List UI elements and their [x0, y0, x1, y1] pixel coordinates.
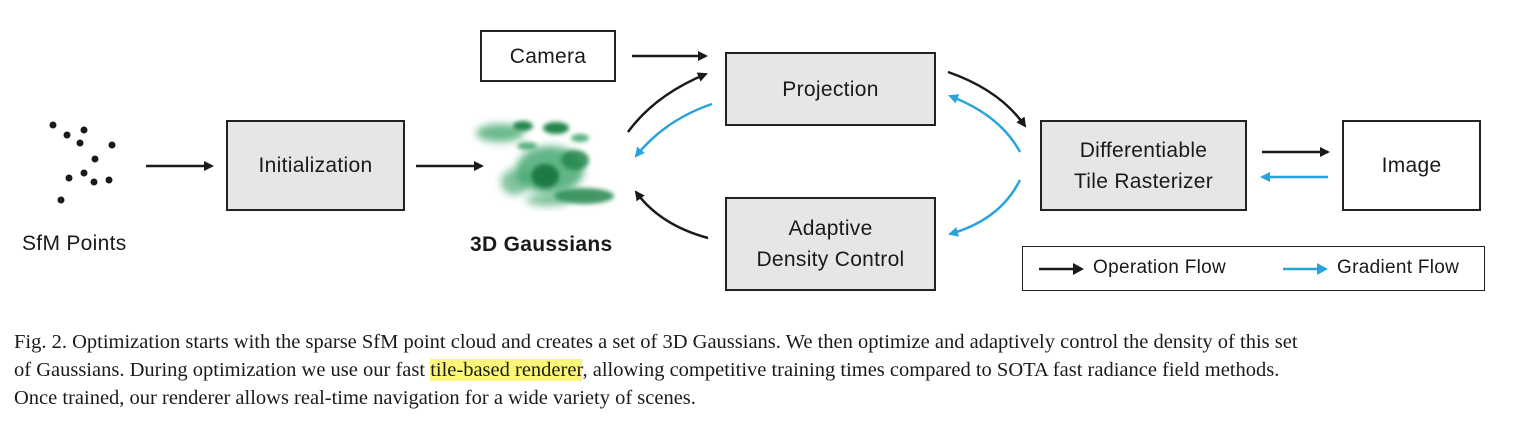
- projection-box: Projection: [725, 52, 936, 126]
- caption-line-2: of Gaussians. During optimization we use…: [14, 356, 1504, 384]
- caption-line-1: Fig. 2. Optimization starts with the spa…: [14, 331, 1298, 353]
- initialization-box: Initialization: [226, 120, 405, 211]
- density-label-line2: Density Control: [756, 248, 905, 271]
- caption-line-3: Once trained, our renderer allows real-t…: [14, 387, 696, 409]
- caption-line-2-end: , allowing competitive training times co…: [582, 359, 1280, 381]
- arrow-rasterizer-to-density: [948, 179, 1022, 237]
- gaussians-icon: [476, 121, 614, 206]
- density-control-box: Adaptive Density Control: [725, 197, 936, 291]
- camera-label: Camera: [509, 44, 587, 68]
- rasterizer-box: Differentiable Tile Rasterizer: [1040, 120, 1247, 211]
- caption-highlight: tile-based renderer: [430, 359, 583, 381]
- image-label: Image: [1381, 154, 1442, 177]
- gradient-arrows: [634, 94, 1328, 237]
- gradient-flow-legend-arrow: [1283, 263, 1328, 275]
- projection-label: Projection: [782, 77, 879, 101]
- operation-flow-legend-arrow: [1039, 263, 1084, 275]
- density-label-line1: Adaptive: [788, 217, 873, 240]
- legend: Operation Flow Gradient Flow: [1022, 246, 1485, 291]
- initialization-label: Initialization: [258, 154, 373, 177]
- operation-arrows: [146, 51, 1330, 240]
- rasterizer-label-line1: Differentiable: [1079, 138, 1208, 162]
- arrow-density-to-gaussians: [634, 190, 709, 240]
- gradient-flow-label: Gradient Flow: [1337, 257, 1460, 278]
- figure-caption: Fig. 2. Optimization starts with the spa…: [14, 328, 1504, 412]
- operation-flow-label: Operation Flow: [1093, 257, 1227, 278]
- camera-box: Camera: [480, 30, 616, 82]
- arrow-gaussians-to-projection: [626, 72, 708, 133]
- pipeline-diagram: [49, 51, 1330, 240]
- sfm-points-label: SfM Points: [22, 232, 127, 255]
- arrow-rasterizer-to-projection: [948, 94, 1022, 153]
- image-box: Image: [1342, 120, 1481, 211]
- arrow-projection-to-gaussians: [634, 102, 713, 158]
- rasterizer-label-line2: Tile Rasterizer: [1073, 169, 1214, 193]
- arrow-projection-to-rasterizer: [947, 70, 1027, 128]
- caption-line-2-start: of Gaussians. During optimization we use…: [14, 359, 431, 381]
- gaussians-label: 3D Gaussians: [470, 233, 613, 256]
- sfm-points-icon: [49, 121, 116, 204]
